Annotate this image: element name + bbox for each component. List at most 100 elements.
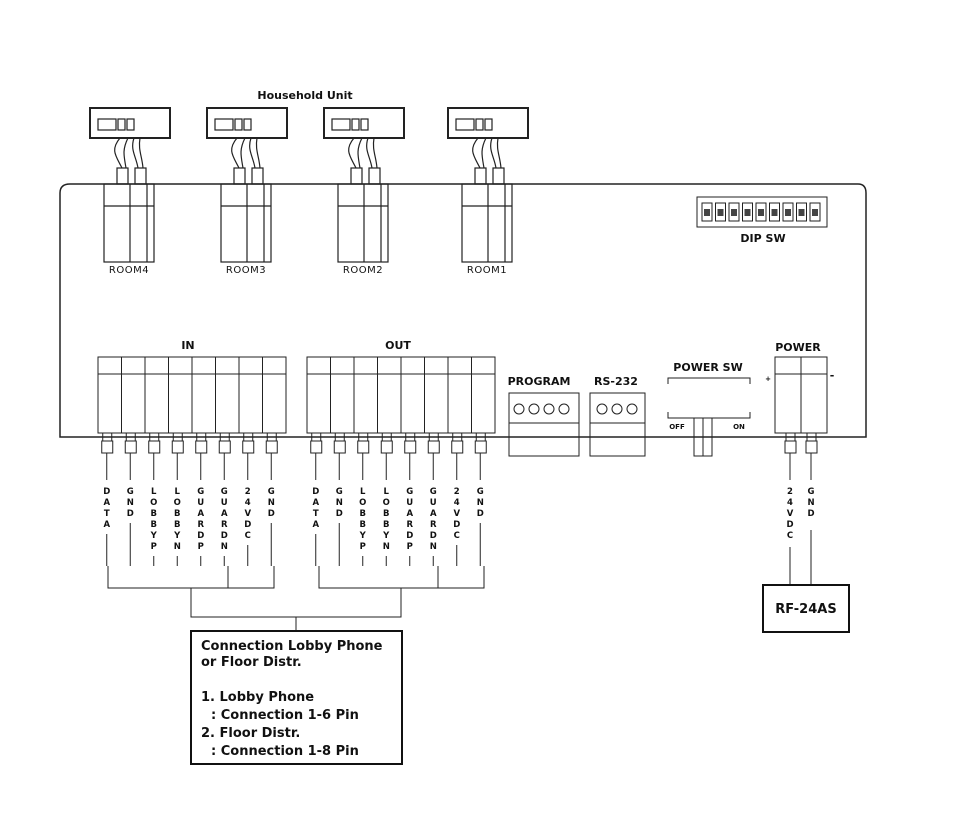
terminal-screw xyxy=(333,440,346,454)
unit-display-icon xyxy=(214,118,234,131)
terminal-screw xyxy=(310,440,323,454)
dip-switch-lever xyxy=(785,209,791,216)
unit-display-icon xyxy=(455,118,475,131)
power-plus: + xyxy=(765,375,771,383)
dip-switch-label: DIP SW xyxy=(740,232,785,245)
dip-switch-lever xyxy=(812,209,818,216)
power-switch-off: OFF xyxy=(669,423,685,431)
room-connector-body xyxy=(103,183,155,263)
unit-port-icon xyxy=(475,118,484,131)
room-label: ROOM1 xyxy=(467,265,507,276)
room-unit xyxy=(89,107,171,263)
unit-port-icon xyxy=(484,118,493,131)
power-terminal-block xyxy=(774,356,828,585)
dip-switch-lever xyxy=(758,209,764,216)
cable xyxy=(472,137,481,169)
unit-port-icon xyxy=(351,118,360,131)
cable xyxy=(231,137,240,169)
cable xyxy=(481,137,487,169)
connector-head xyxy=(251,167,264,185)
unit-display-icon xyxy=(331,118,351,131)
household-unit-title: Household Unit xyxy=(257,89,352,102)
cable xyxy=(372,137,378,169)
unit-port-icon xyxy=(234,118,243,131)
dip-switch xyxy=(696,196,828,228)
rf-24as-box xyxy=(762,584,850,633)
rf-24as-label: RF-24AS xyxy=(775,602,836,617)
terminal-screw xyxy=(474,440,487,454)
cable xyxy=(249,137,256,169)
dip-switch-cell xyxy=(769,202,780,222)
connector-head xyxy=(368,167,381,185)
power-switch xyxy=(667,377,751,457)
program-label: PROGRAM xyxy=(508,375,571,388)
household-unit-box xyxy=(89,107,171,139)
power-switch-label: POWER SW xyxy=(673,361,742,374)
connector-head xyxy=(233,167,246,185)
room-unit xyxy=(206,107,288,263)
out-terminal-block xyxy=(306,356,496,566)
dip-switch-lever xyxy=(798,209,805,216)
dip-switch-cell xyxy=(782,202,794,222)
connection-note-box xyxy=(190,630,403,765)
connector-head xyxy=(116,167,129,185)
dip-switch-cell xyxy=(809,202,821,222)
cable xyxy=(490,137,497,169)
cable xyxy=(496,137,502,169)
terminal-screw xyxy=(124,440,137,454)
room-unit xyxy=(323,107,405,263)
note-line-5: 2. Floor Distr. xyxy=(201,726,300,741)
power-minus: - xyxy=(830,369,835,382)
dip-switch-lever xyxy=(704,209,710,216)
cable xyxy=(138,137,144,169)
cable xyxy=(123,137,129,169)
out-label: OUT xyxy=(385,339,411,352)
unit-port-icon xyxy=(243,118,252,131)
cable xyxy=(132,137,139,169)
dip-switch-lever xyxy=(717,209,724,216)
terminal-screw xyxy=(218,440,231,454)
dip-switch-cell xyxy=(755,202,767,222)
household-unit-box xyxy=(206,107,288,139)
terminal-screw xyxy=(451,440,464,454)
household-unit-box xyxy=(447,107,529,139)
connector-head xyxy=(492,167,505,185)
terminal-screw xyxy=(171,440,184,454)
unit-port-icon xyxy=(360,118,369,131)
rs232-connector xyxy=(589,392,646,457)
cable xyxy=(114,137,123,169)
note-line-1: Connection Lobby Phone xyxy=(201,639,383,654)
terminal-screw xyxy=(427,440,440,454)
dip-switch-cell xyxy=(742,202,753,222)
terminal-screw xyxy=(357,440,370,454)
dip-switch-lever xyxy=(771,209,778,216)
terminal-screw xyxy=(265,440,278,454)
room-connector-body xyxy=(220,183,272,263)
dip-switch-lever xyxy=(744,209,751,216)
dip-switch-cell xyxy=(728,202,740,222)
main-board xyxy=(59,183,867,438)
note-line-2: or Floor Distr. xyxy=(201,655,302,670)
household-unit-box xyxy=(323,107,405,139)
dip-switch-cell xyxy=(701,202,713,222)
in-label: IN xyxy=(181,339,194,352)
unit-port-icon xyxy=(117,118,126,131)
